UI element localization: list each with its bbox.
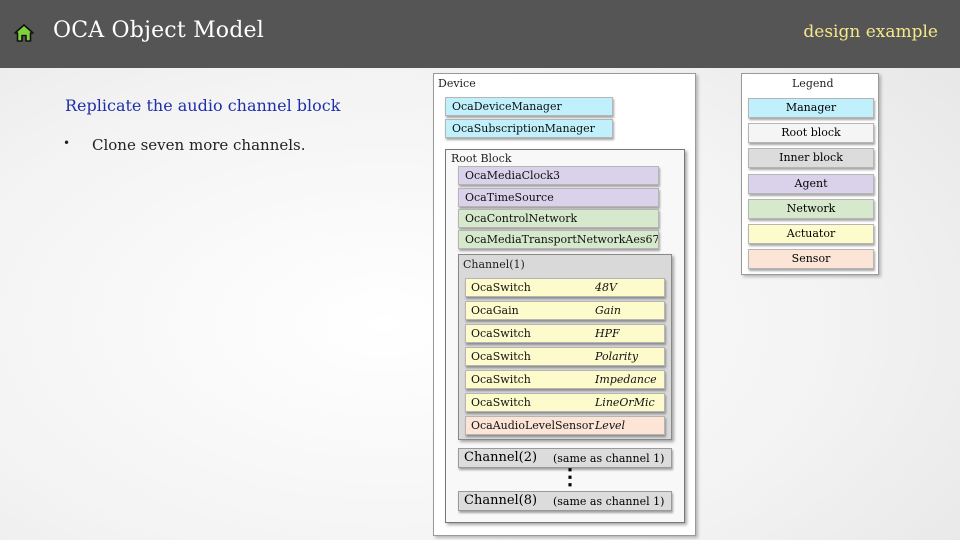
ellipsis-dots: ⋮ (559, 464, 581, 490)
media-clock-box: OcaMediaClock3 (458, 166, 659, 185)
time-source-box: OcaTimeSource (458, 188, 659, 207)
worker-param: HPF (595, 327, 620, 340)
legend-network: Network (748, 199, 874, 219)
legend-actuator: Actuator (748, 224, 874, 244)
worker-object: OcaAudioLevelSensor (471, 419, 594, 432)
device-label: Device (438, 77, 476, 90)
channel-8-block: Channel(8) (same as channel 1) (458, 491, 672, 511)
channel-2-note: (same as channel 1) (553, 452, 665, 465)
worker-param: Level (595, 419, 626, 432)
legend-inner-block: Inner block (748, 148, 874, 168)
worker-object: OcaSwitch (471, 396, 531, 409)
worker-object: OcaSwitch (471, 350, 531, 363)
worker-object: OcaGain (471, 304, 519, 317)
worker-param: LineOrMic (595, 396, 655, 409)
worker-object: OcaSwitch (471, 327, 531, 340)
bullet-dot: • (63, 136, 71, 150)
legend-agent: Agent (748, 174, 874, 194)
worker-row-gain: OcaGain Gain (465, 301, 665, 320)
worker-object: OcaSwitch (471, 281, 531, 294)
page-title: OCA Object Model (53, 18, 264, 43)
channel-1-label: Channel(1) (463, 258, 525, 271)
worker-param: Gain (595, 304, 621, 317)
worker-param: 48V (595, 281, 617, 294)
worker-row-level: OcaAudioLevelSensor Level (465, 416, 665, 435)
worker-object: OcaSwitch (471, 373, 531, 386)
worker-param: Impedance (595, 373, 657, 386)
channel-8-note: (same as channel 1) (553, 495, 665, 508)
design-example-label: design example (803, 22, 938, 42)
title-bar: OCA Object Model design example (0, 0, 960, 68)
legend-label: Legend (792, 77, 834, 90)
channel-2-label: Channel(2) (464, 450, 538, 465)
media-transport-network-box: OcaMediaTransportNetworkAes67 (458, 230, 659, 249)
legend-sensor: Sensor (748, 249, 874, 269)
home-icon[interactable] (14, 23, 34, 43)
legend-manager: Manager (748, 98, 874, 118)
worker-row-polarity: OcaSwitch Polarity (465, 347, 665, 366)
root-block-label: Root Block (451, 152, 512, 165)
section-heading: Replicate the audio channel block (65, 96, 341, 115)
worker-row-lineormic: OcaSwitch LineOrMic (465, 393, 665, 412)
channel-2-block: Channel(2) (same as channel 1) (458, 448, 672, 468)
subscription-manager-box: OcaSubscriptionManager (445, 119, 613, 138)
device-manager-box: OcaDeviceManager (445, 97, 613, 116)
legend-root-block: Root block (748, 123, 874, 143)
channel-8-label: Channel(8) (464, 493, 538, 508)
control-network-box: OcaControlNetwork (458, 209, 659, 228)
bullet-text: Clone seven more channels. (92, 136, 306, 154)
worker-row-impedance: OcaSwitch Impedance (465, 370, 665, 389)
worker-param: Polarity (595, 350, 639, 363)
worker-row-48v: OcaSwitch 48V (465, 278, 665, 297)
worker-row-hpf: OcaSwitch HPF (465, 324, 665, 343)
